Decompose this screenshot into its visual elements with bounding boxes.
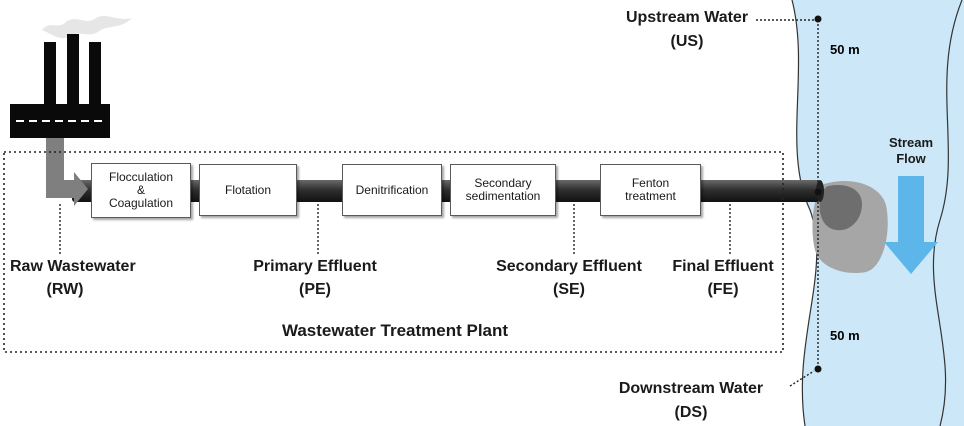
river-bank-right: [932, 0, 963, 426]
downstream-distance-label: 50 m: [830, 328, 860, 343]
fenton-treatment-box: Fenton treatment: [600, 164, 701, 216]
final-effluent-code: (FE): [707, 281, 739, 298]
secondary-sedimentation-box: Secondary sedimentation: [450, 164, 556, 216]
primary-effluent-name: Primary Effluent: [253, 258, 377, 275]
secondary-effluent-code: (SE): [553, 281, 585, 298]
upstream-water-name: Upstream Water: [625, 9, 749, 26]
secondary-effluent-name: Secondary Effluent: [496, 258, 642, 275]
final-effluent-label: Final Effluent (FE): [663, 258, 783, 299]
upstream-distance-label: 50 m: [830, 42, 860, 57]
inlet-arrow-icon: [46, 138, 88, 206]
primary-effluent-code: (PE): [299, 281, 331, 298]
downstream-water-code: (DS): [674, 404, 708, 421]
flotation-box: Flotation: [199, 164, 297, 216]
flocculation-coagulation-box: Flocculation & Coagulation: [91, 163, 191, 218]
raw-wastewater-name: Raw Wastewater: [10, 258, 136, 275]
river-bank-left: [791, 0, 818, 426]
secondary-effluent-label: Secondary Effluent (SE): [484, 258, 654, 299]
upstream-water-code: (US): [670, 33, 704, 50]
downstream-water-label: Downstream Water (DS): [606, 380, 776, 422]
raw-wastewater-code: (RW): [46, 281, 84, 298]
ds-leader: [789, 370, 815, 387]
us-point: [814, 15, 822, 23]
raw-wastewater-label: Raw Wastewater (RW): [10, 258, 136, 299]
denitrification-label: Denitrification: [355, 182, 429, 197]
flocculation-coagulation-label: Flocculation & Coagulation: [108, 170, 174, 210]
secondary-sedimentation-label: Secondary sedimentation: [465, 176, 541, 203]
final-effluent-name: Final Effluent: [672, 258, 774, 275]
stream-flow-label: Stream Flow: [876, 135, 946, 167]
upstream-water-label: Upstream Water (US): [612, 9, 762, 51]
outlet-point: [814, 188, 822, 196]
discharge-plume-core: [819, 184, 862, 231]
downstream-water-name: Downstream Water: [618, 380, 764, 397]
factory-icon: [10, 16, 132, 138]
flow-arrow-icon: [884, 176, 938, 274]
plant-label: Wastewater Treatment Plant: [281, 321, 509, 340]
flotation-label: Flotation: [224, 182, 272, 197]
fenton-treatment-label: Fenton treatment: [625, 176, 676, 203]
primary-effluent-label: Primary Effluent (PE): [240, 258, 390, 299]
ds-point: [814, 365, 822, 373]
stream-flow-text: Stream Flow: [888, 135, 934, 166]
denitrification-box: Denitrification: [342, 164, 442, 216]
